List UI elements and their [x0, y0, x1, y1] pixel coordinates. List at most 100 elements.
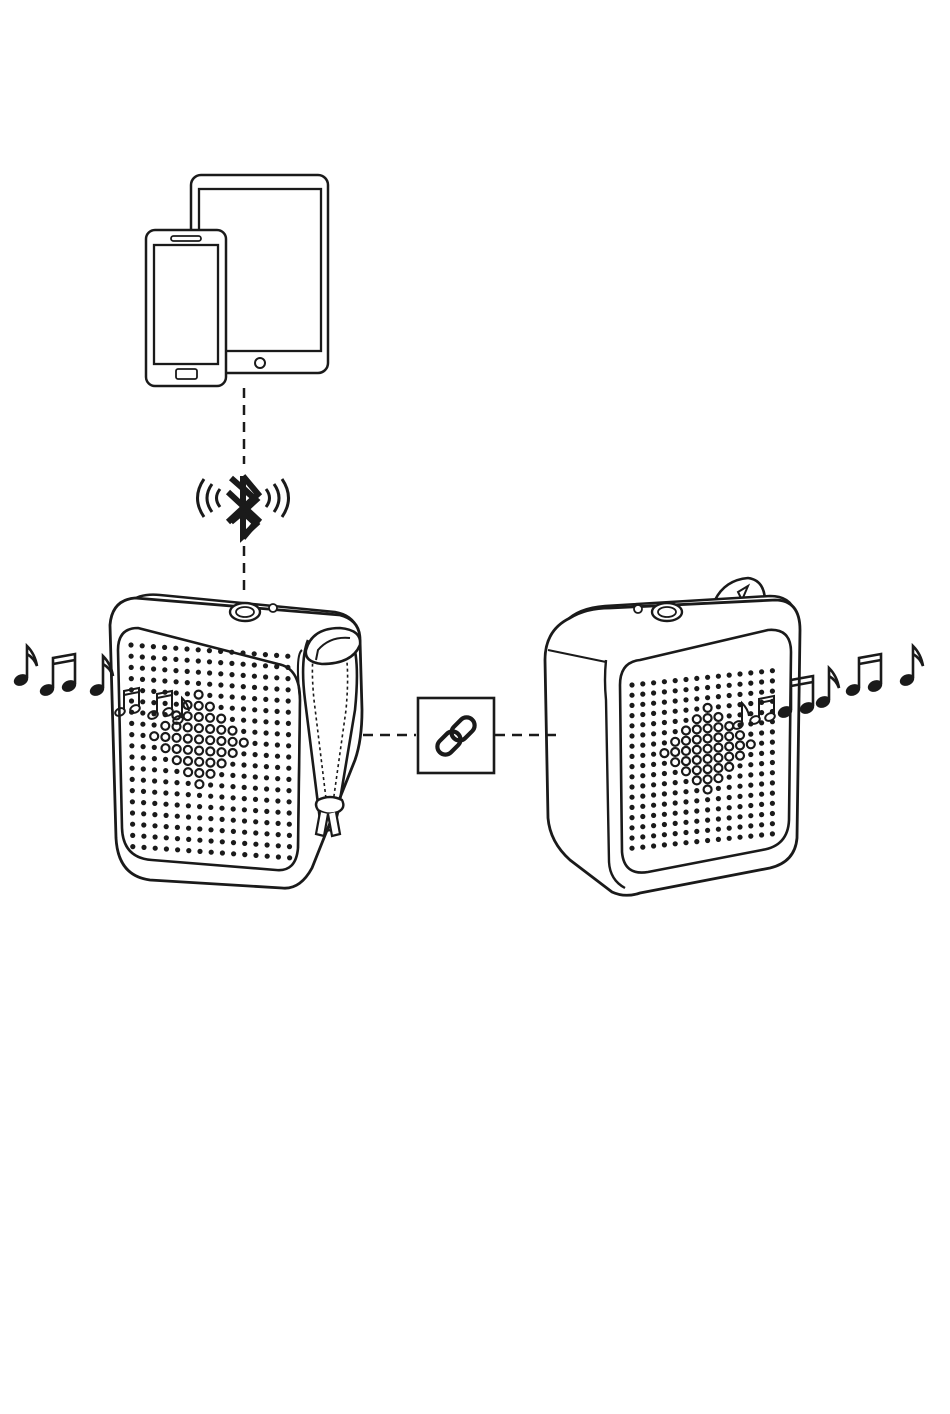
grille-dot: [748, 762, 753, 767]
grille-dot: [629, 723, 634, 728]
grille-dot: [651, 721, 656, 726]
grille-dot: [206, 714, 214, 722]
grille-dot: [173, 734, 181, 742]
grille-dot: [195, 747, 203, 755]
grille-dot: [737, 692, 742, 697]
grille-dot: [263, 719, 268, 724]
grille-dot: [673, 678, 678, 683]
grille-dot: [286, 777, 291, 782]
grille-dot: [219, 783, 224, 788]
grille-dot: [152, 745, 157, 750]
grille-dot: [264, 764, 269, 769]
grille-dot: [240, 650, 245, 655]
grille-dot: [163, 790, 168, 795]
grille-dot: [276, 832, 281, 837]
grille-dot: [252, 707, 257, 712]
grille-dot: [629, 846, 634, 851]
grille-dot: [629, 682, 634, 687]
grille-dot: [219, 705, 224, 710]
grille-dot: [218, 649, 223, 654]
grille-dot: [662, 740, 667, 745]
grille-dot: [275, 810, 280, 815]
grille-dot: [196, 658, 201, 663]
grille-dot: [140, 710, 145, 715]
grille-dot: [230, 784, 235, 789]
grille-dot: [285, 676, 290, 681]
grille-dot: [748, 732, 753, 737]
grille-dot: [748, 701, 753, 706]
grille-dot: [770, 740, 775, 745]
grille-dot: [640, 845, 645, 850]
grille-dot: [651, 680, 656, 685]
grille-dot: [286, 721, 291, 726]
grille-dot: [714, 723, 722, 731]
grille-dot: [150, 732, 158, 740]
grille-dot: [759, 730, 764, 735]
grille-dot: [759, 751, 764, 756]
grille-dot: [759, 792, 764, 797]
grille-dot: [683, 779, 688, 784]
grille-dot: [640, 834, 645, 839]
grille-dot: [265, 854, 270, 859]
grille-dot: [151, 689, 156, 694]
grille-dot: [161, 733, 169, 741]
grille-dot: [683, 708, 688, 713]
grille-dot: [640, 681, 645, 686]
grille-dot: [727, 713, 732, 718]
grille-dot: [141, 834, 146, 839]
grille-dot: [152, 790, 157, 795]
grille-dot: [759, 679, 764, 684]
grille-dot: [748, 681, 753, 686]
grille-dot: [770, 791, 775, 796]
grille-dot: [229, 727, 237, 735]
grille-dot: [130, 788, 135, 793]
grille-dot: [629, 774, 634, 779]
grille-dot: [217, 737, 225, 745]
grille-dot: [240, 739, 248, 747]
grille-dot: [253, 763, 258, 768]
grille-dot: [206, 759, 214, 767]
grille-dot: [673, 800, 678, 805]
grille-dot: [263, 708, 268, 713]
grille-dot: [287, 844, 292, 849]
grille-dot: [196, 647, 201, 652]
grille-dot: [263, 652, 268, 657]
grille-dot: [207, 648, 212, 653]
grille-dot: [274, 686, 279, 691]
grille-dot: [705, 818, 710, 823]
grille-dot: [759, 812, 764, 817]
grille-dot: [173, 756, 181, 764]
grille-dot: [736, 752, 744, 760]
grille-dot: [714, 713, 722, 721]
grille-dot: [173, 668, 178, 673]
grille-dot: [759, 771, 764, 776]
grille-dot: [683, 677, 688, 682]
grille-dot: [242, 818, 247, 823]
grille-dot: [185, 691, 190, 696]
grille-dot: [174, 679, 179, 684]
grille-dot: [748, 813, 753, 818]
grille-dot: [748, 783, 753, 788]
grille-dot: [640, 773, 645, 778]
power-button-right: [652, 603, 682, 621]
grille-dot: [130, 822, 135, 827]
grille-dot: [640, 702, 645, 707]
grille-dot: [716, 837, 721, 842]
grille-dot: [195, 713, 203, 721]
grille-dot: [186, 803, 191, 808]
grille-dot: [748, 834, 753, 839]
grille-dot: [230, 694, 235, 699]
grille-dot: [748, 803, 753, 808]
grille-dot: [725, 743, 733, 751]
grille-dot: [727, 815, 732, 820]
grille-dot: [151, 644, 156, 649]
grille-dot: [651, 701, 656, 706]
grille-dot: [184, 735, 192, 743]
grille-dot: [140, 677, 145, 682]
grille-dot: [682, 757, 690, 765]
grille-dot: [220, 817, 225, 822]
grille-dot: [241, 662, 246, 667]
grille-dot: [152, 823, 157, 828]
grille-dot: [748, 670, 753, 675]
